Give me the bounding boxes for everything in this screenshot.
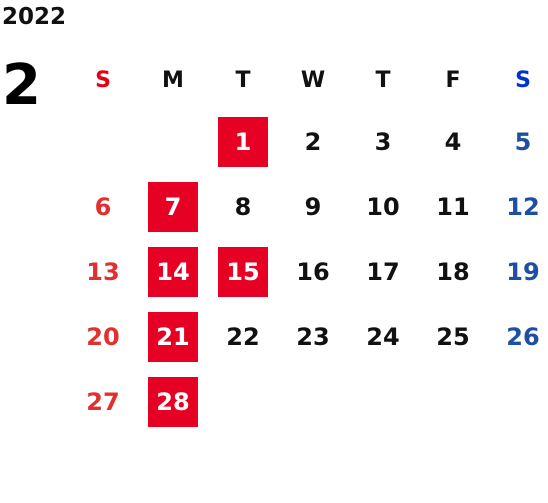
day-cell[interactable]: 20	[68, 304, 138, 369]
day-number: 27	[86, 387, 120, 416]
day-cell[interactable]: 28	[138, 369, 208, 434]
day-cell[interactable]: 19	[488, 239, 548, 304]
day-number: 8	[234, 192, 252, 221]
day-cell[interactable]: 23	[278, 304, 348, 369]
day-number: 6	[94, 192, 112, 221]
day-cell[interactable]: 21	[138, 304, 208, 369]
day-number: 2	[304, 127, 322, 156]
weekday-header: W	[300, 68, 326, 93]
day-number: 22	[226, 322, 260, 351]
day-cell[interactable]: 10	[348, 174, 418, 239]
day-cell[interactable]: 15	[208, 239, 278, 304]
day-number: 17	[366, 257, 400, 286]
day-number: 20	[86, 322, 120, 351]
day-cell[interactable]: 22	[208, 304, 278, 369]
day-number: 18	[436, 257, 470, 286]
day-cell[interactable]: 8	[208, 174, 278, 239]
day-cell[interactable]: 7	[138, 174, 208, 239]
day-number: 26	[506, 322, 540, 351]
empty-cell	[68, 109, 138, 174]
weekday-header: S	[95, 68, 111, 93]
day-cell[interactable]: 6	[68, 174, 138, 239]
day-number: 9	[304, 192, 322, 221]
day-cell[interactable]: 14	[138, 239, 208, 304]
day-number: 23	[296, 322, 330, 351]
day-cell[interactable]: 2	[278, 109, 348, 174]
weekday-header: S	[515, 68, 531, 93]
day-number: 15	[218, 246, 268, 297]
empty-cell	[138, 109, 208, 174]
day-cell[interactable]: 5	[488, 109, 548, 174]
day-number: 10	[366, 192, 400, 221]
day-number: 7	[148, 181, 198, 232]
day-number: 19	[506, 257, 540, 286]
day-number: 1	[218, 116, 268, 167]
year-label: 2022	[2, 4, 67, 30]
day-cell[interactable]: 16	[278, 239, 348, 304]
day-number: 12	[506, 192, 540, 221]
day-cell[interactable]: 4	[418, 109, 488, 174]
weekday-header: M	[162, 68, 184, 93]
day-number: 11	[436, 192, 470, 221]
weekday-header: T	[375, 68, 391, 93]
day-cell[interactable]: 26	[488, 304, 548, 369]
day-number: 4	[444, 127, 462, 156]
day-number: 14	[148, 246, 198, 297]
day-cell[interactable]: 17	[348, 239, 418, 304]
day-cell[interactable]: 12	[488, 174, 548, 239]
day-number: 28	[148, 376, 198, 427]
day-number: 24	[366, 322, 400, 351]
day-number: 13	[86, 257, 120, 286]
day-cell[interactable]: 25	[418, 304, 488, 369]
day-number: 5	[514, 127, 532, 156]
day-number: 21	[148, 311, 198, 362]
day-cell[interactable]: 18	[418, 239, 488, 304]
weekday-header: F	[445, 68, 461, 93]
day-cell[interactable]: 3	[348, 109, 418, 174]
month-number: 2	[2, 53, 41, 118]
day-number: 25	[436, 322, 470, 351]
day-number: 3	[374, 127, 392, 156]
day-cell[interactable]: 9	[278, 174, 348, 239]
day-cell[interactable]: 11	[418, 174, 488, 239]
day-cell[interactable]: 27	[68, 369, 138, 434]
day-number: 16	[296, 257, 330, 286]
weekday-header: T	[235, 68, 251, 93]
day-cell[interactable]: 24	[348, 304, 418, 369]
day-cell[interactable]: 1	[208, 109, 278, 174]
day-cell[interactable]: 13	[68, 239, 138, 304]
